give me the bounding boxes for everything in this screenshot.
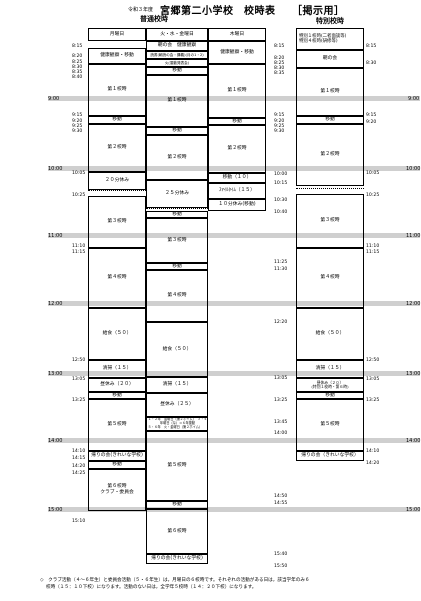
mid-move-1: 移動 (146, 127, 208, 135)
mid-homeroom: 帰りの会(きれいな学校) (146, 554, 208, 564)
sp-move-1: 移動 (296, 116, 364, 124)
mon-health: 健康観察・移動 (88, 48, 146, 64)
mid-period-3: 第３校時 (146, 218, 208, 263)
regular-schedule-heading: 普通校時 (140, 15, 168, 23)
mon-dotted-divider (88, 190, 146, 191)
mon-period-2: 第２校時 (88, 124, 146, 172)
sp-morning: 朝の会 (296, 50, 364, 68)
sp-move-2: 移動 (296, 392, 364, 399)
sp-homeroom: 帰りの会（きれいな学校） (296, 451, 364, 461)
mon-period-6-club: 第６校時 クラブ・委員会 (88, 469, 146, 511)
sp-cleaning: 清掃（１５） (296, 360, 364, 378)
footer-line-1: ◇ クラブ活動（４〜６年生）と委員会活動（５・６年生）は，月曜日の６校時です。そ… (40, 578, 310, 583)
thu-break-10: １０分休み(移動) (208, 199, 266, 211)
mid-period-2: 第２校時 (146, 135, 208, 180)
mid-period-5: 第５校時 (146, 431, 208, 501)
mid-period-6: 第６校時 (146, 509, 208, 554)
mon-period-1: 第１校時 (88, 64, 146, 116)
thu-move-10: 移動（１０） (208, 173, 266, 183)
mid-period-4: 第４校時 (146, 270, 208, 322)
mid-cleaning: 清掃（１５） (146, 377, 208, 393)
mid-recess: 昼休み（２５） (146, 393, 208, 417)
col-header-monday: 月曜日 (88, 28, 146, 41)
special-schedule-heading: 特別校時 (316, 17, 344, 25)
fiscal-year: 令和３年度 (128, 7, 154, 13)
sp-period-4: 第４校時 (296, 248, 364, 308)
display-tag: ［掲示用］ (292, 6, 345, 17)
mon-recess: 昼休み（２０） (88, 378, 146, 392)
mid-move-3: 移動 (146, 263, 208, 270)
thu-smile-time: ｽﾏｲﾙﾀｲﾑ（１５） (208, 183, 266, 199)
mon-cleaning: 清掃（１５） (88, 360, 146, 378)
mon-period-5: 第５校時 (88, 399, 146, 451)
mid-tuesday-note: 火(運動発表会) (146, 59, 208, 67)
mid-reading: 読書(朝読の会・講義)(月の1・2) (146, 51, 208, 59)
col-header-thursday: 木曜日 (208, 28, 266, 41)
sp-recess: 昼休み（２０） (特別１校時・第６時) (296, 378, 364, 392)
page-title: 宮郷第二小学校 校時表 (160, 6, 276, 17)
mid-move-0: 移動 (146, 67, 208, 75)
mon-homeroom: 帰りの会(きれいな学校) (88, 451, 146, 461)
mid-lunch: 給食（５０） (146, 322, 208, 377)
sp-period-1: 第１校時 (296, 68, 364, 116)
mon-break-20: ２０分休み (88, 172, 146, 190)
thu-period-1: 第１校時 (208, 64, 266, 118)
thu-period-2: 第２校時 (208, 125, 266, 173)
sp-period-2: 第２校時 (296, 124, 364, 186)
col-header-special: 特別１校時(二者面談等) 特別４校時(研修等) (296, 28, 364, 50)
mid-period-1: 第１校時 (146, 75, 208, 127)
mid-notes: １・２年 金曜日（第２ホイム） ３・４年曜日（な）＝６年運動 ５・６年 火・金曜… (146, 417, 208, 431)
mon-lunch: 給食（５０） (88, 308, 146, 360)
footer-line-2: 校時（１５：１０下校）になります。活動のない日は，全学年５校時（１４：２０下校）… (46, 584, 257, 590)
sp-lunch: 給食（５０） (296, 308, 364, 360)
mid-move-2: 移動 (146, 211, 208, 218)
thu-health: 健康観察・移動 (208, 41, 266, 64)
mid-dotted-divider (146, 208, 208, 209)
mid-move-4: 移動 (146, 501, 208, 509)
mon-move-3: 移動 (88, 461, 146, 469)
sp-dotted-divider (296, 188, 364, 189)
mon-period-3: 第３校時 (88, 196, 146, 248)
mon-move-1: 移動 (88, 116, 146, 124)
footer-note: ◇ クラブ活動（４〜６年生）と委員会活動（５・６年生）は，月曜日の６校時です。そ… (40, 578, 418, 592)
mid-morning-meeting: 朝の会 健康観察 (146, 41, 208, 51)
col-header-tue-wed-fri: 火・水・金曜日 (146, 28, 208, 41)
mid-break-25: ２５分休み (146, 180, 208, 208)
mon-period-4: 第４校時 (88, 248, 146, 308)
sp-period-3: 第３校時 (296, 194, 364, 248)
sp-period-5: 第５校時 (296, 399, 364, 451)
thu-move-1: 移動 (208, 118, 266, 125)
mon-move-2: 移動 (88, 392, 146, 399)
